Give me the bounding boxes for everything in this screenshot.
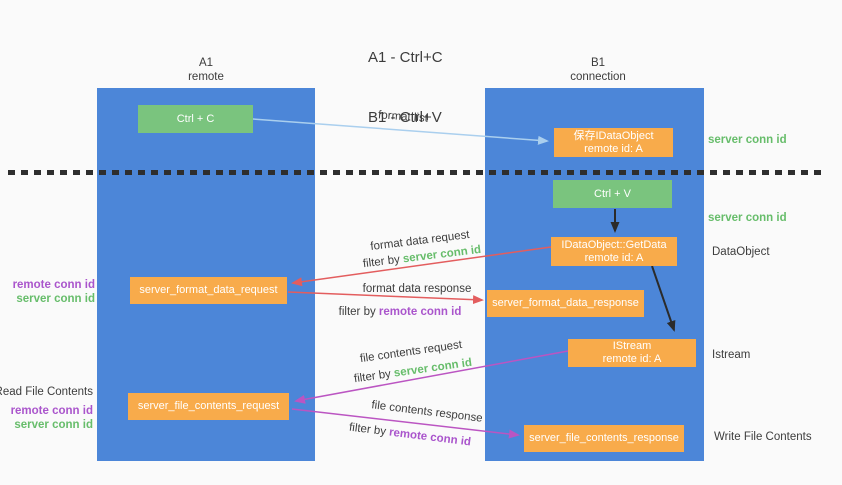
lifeline-b1-subtitle: connection [570, 71, 626, 83]
node-istream: IStream remote id: A [568, 339, 696, 367]
label-filter-by-remote-conn-id-2: filter by remote conn id [348, 422, 471, 449]
left-label-read-file-contents: Read File Contents [0, 386, 93, 398]
right-label-write-file-contents: Write File Contents [714, 431, 812, 443]
node-istream-line2: remote id: A [602, 353, 662, 365]
label-format-data-response: format data response [362, 283, 472, 295]
lifeline-a1-title: A1 [198, 57, 214, 69]
diagram-title: A1 - Ctrl+C B1 - Ctrl+V [368, 8, 443, 168]
node-ctrl-c-label: Ctrl + C [176, 112, 215, 125]
left-label-remote-conn-id-1: remote conn id [12, 279, 95, 291]
lifeline-header-a1: A1 remote [146, 56, 266, 84]
server-conn-id-text: server conn id [393, 356, 473, 380]
node-server-format-data-request-label: server_format_data_request [139, 284, 278, 296]
node-server-file-contents-response: server_file_contents_response [524, 425, 684, 452]
right-label-server-conn-id-mid: server conn id [708, 212, 787, 224]
filter-by-text: filter by [338, 306, 379, 318]
filter-by-text: filter by [348, 421, 390, 439]
left-label-server-conn-id-2: server conn id [14, 419, 93, 431]
right-label-istream: Istream [712, 349, 751, 361]
node-server-file-contents-request-label: server_file_contents_request [137, 400, 280, 412]
left-label-remote-conn-id-2: remote conn id [10, 405, 93, 417]
node-getdata-line1: IDataObject::GetData [561, 238, 667, 251]
filter-by-text: filter by [353, 367, 395, 386]
right-label-dataobject: DataObject [712, 246, 770, 258]
lifeline-header-b1: B1 connection [538, 56, 658, 84]
node-server-format-data-request: server_format_data_request [130, 277, 287, 304]
title-line-1: A1 - Ctrl+C [368, 49, 443, 66]
node-ctrl-c: Ctrl + C [138, 105, 253, 133]
node-save-idataobject-line1: 保存IDataObject [573, 129, 654, 142]
right-label-server-conn-id-top: server conn id [708, 134, 787, 146]
node-ctrl-v: Ctrl + V [553, 180, 672, 208]
node-getdata: IDataObject::GetData remote id: A [551, 237, 677, 266]
lifeline-a1-subtitle: remote [188, 71, 224, 83]
node-save-idataobject-line2: remote id: A [584, 142, 643, 155]
node-server-format-data-response-label: server_format_data_response [492, 297, 639, 309]
remote-conn-id-text: remote conn id [388, 426, 472, 449]
node-save-idataobject: 保存IDataObject remote id: A [554, 128, 673, 157]
left-label-server-conn-id-1: server conn id [16, 293, 95, 305]
node-ctrl-v-label: Ctrl + V [594, 187, 631, 200]
node-server-file-contents-response-label: server_file_contents_response [529, 432, 679, 444]
lifeline-b1-title: B1 [590, 57, 606, 69]
filter-by-text: filter by [362, 253, 404, 271]
left-conn-id-group-2: remote conn id server conn id [11, 404, 93, 432]
dotted-separator [8, 170, 824, 175]
label-file-contents-response: file contents response [370, 399, 484, 425]
node-server-file-contents-request: server_file_contents_request [128, 393, 289, 420]
node-server-format-data-response: server_format_data_response [487, 290, 644, 317]
node-getdata-line2: remote id: A [584, 251, 644, 264]
remote-conn-id-text: remote conn id [378, 306, 462, 318]
label-filter-by-remote-conn-id-1: filter by remote conn id [339, 306, 462, 318]
left-conn-id-group-1: remote conn id server conn id [13, 278, 95, 306]
node-istream-line1: IStream [612, 340, 652, 352]
